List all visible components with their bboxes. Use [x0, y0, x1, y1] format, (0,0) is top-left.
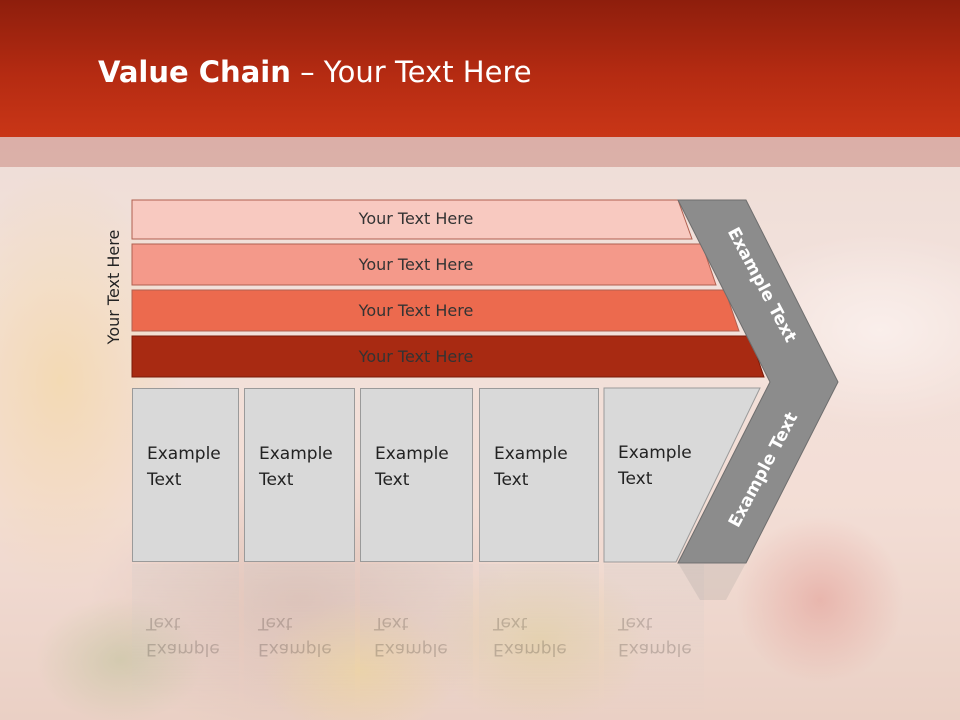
row-1-label: Your Text Here [358, 209, 474, 228]
box-5-line1: Example [618, 443, 692, 463]
box-4-line2: Text [494, 470, 529, 490]
row-4-label: Your Text Here [358, 347, 474, 366]
row-2[interactable]: Your Text Here [131, 243, 717, 286]
box-1-line2: Text [147, 470, 182, 490]
box-3-line2: Text [375, 470, 410, 490]
slide-title[interactable]: Value Chain – Your Text Here [98, 55, 532, 89]
row-3[interactable]: Your Text Here [131, 289, 740, 332]
box-2-line1: Example [259, 444, 333, 464]
row-1[interactable]: Your Text Here [131, 199, 693, 240]
box-4-line1: Example [494, 444, 568, 464]
box-1-line1: Example [147, 444, 221, 464]
row-2-label: Your Text Here [358, 255, 474, 274]
title-rest: – Your Text Here [290, 55, 532, 89]
box-2-line2: Text [259, 470, 294, 490]
header-band [0, 137, 960, 167]
row-3-label: Your Text Here [358, 301, 474, 320]
title-bold: Value Chain [98, 55, 291, 89]
header-bar [0, 0, 960, 137]
box-5-line2: Text [618, 469, 653, 489]
box-3-line1: Example [375, 444, 449, 464]
row-4[interactable]: Your Text Here [131, 335, 765, 378]
